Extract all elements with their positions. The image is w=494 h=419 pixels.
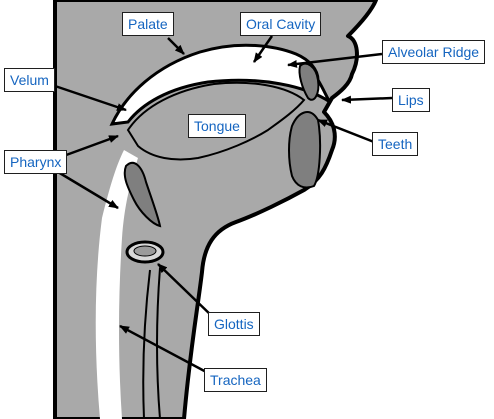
label-glottis: Glottis xyxy=(208,312,260,336)
label-lips: Lips xyxy=(392,88,430,112)
lower-teeth xyxy=(289,112,320,188)
label-pharynx: Pharynx xyxy=(4,150,67,174)
label-palate: Palate xyxy=(122,12,174,36)
label-oral-cavity: Oral Cavity xyxy=(240,12,321,36)
arrow-lips xyxy=(342,98,392,100)
label-teeth: Teeth xyxy=(372,132,418,156)
label-tongue: Tongue xyxy=(188,114,246,138)
label-velum: Velum xyxy=(4,68,55,92)
label-alveolar-ridge: Alveolar Ridge xyxy=(382,40,485,64)
label-trachea: Trachea xyxy=(204,368,267,392)
